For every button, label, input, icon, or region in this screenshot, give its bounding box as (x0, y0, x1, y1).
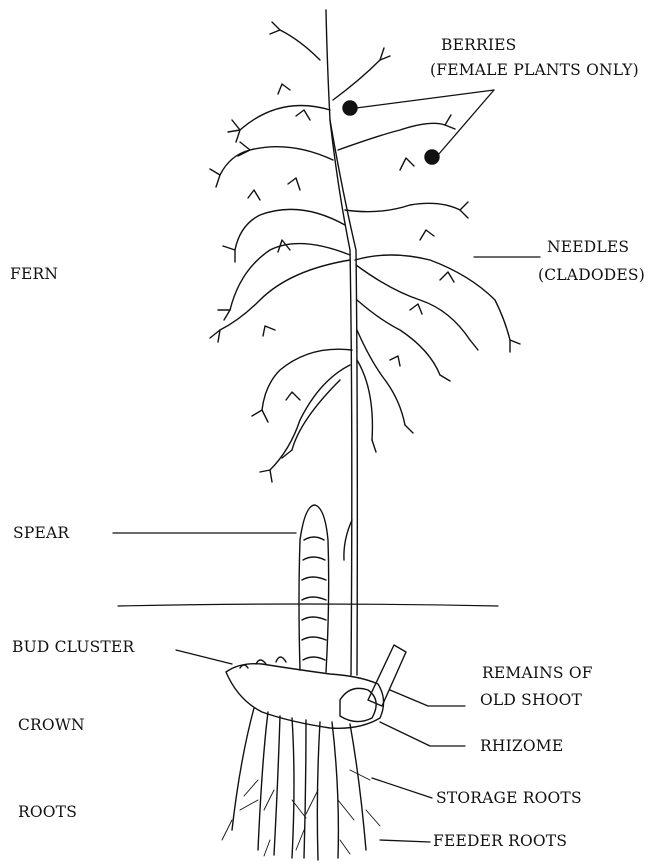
soil-line (118, 604, 498, 606)
fern-label: FERN (10, 265, 58, 283)
roots-label: ROOTS (18, 803, 77, 821)
storage-roots-label: STORAGE ROOTS (436, 789, 582, 807)
berry-upper (343, 101, 357, 115)
needles-label: NEEDLES (547, 238, 629, 256)
crown-outline (226, 664, 384, 729)
rhizome-leader (380, 722, 465, 746)
berries-leader-upper (356, 90, 494, 108)
remains-label: REMAINS OF (482, 664, 593, 682)
remains-leader (390, 690, 465, 706)
berries-label: BERRIES (441, 36, 517, 54)
rhizome-label: RHIZOME (480, 737, 563, 755)
storage-roots (232, 708, 366, 860)
needles-sublabel: (CLADODES) (538, 266, 645, 284)
feeder-roots (222, 770, 380, 856)
bud-cluster-label: BUD CLUSTER (12, 638, 134, 656)
storage-roots-leader (372, 778, 432, 798)
feeder-roots-label: FEEDER ROOTS (433, 832, 567, 850)
remains-sublabel: OLD SHOOT (480, 691, 582, 709)
crown-label: CROWN (18, 716, 85, 734)
spear-label: SPEAR (13, 524, 69, 542)
fern-branches (210, 22, 520, 482)
berry-lower (425, 150, 439, 164)
feeder-roots-leader (380, 840, 430, 842)
bud-cluster-leader (176, 650, 232, 664)
berries-sublabel: (FEMALE PLANTS ONLY) (430, 61, 639, 79)
spear-outline (299, 505, 329, 672)
